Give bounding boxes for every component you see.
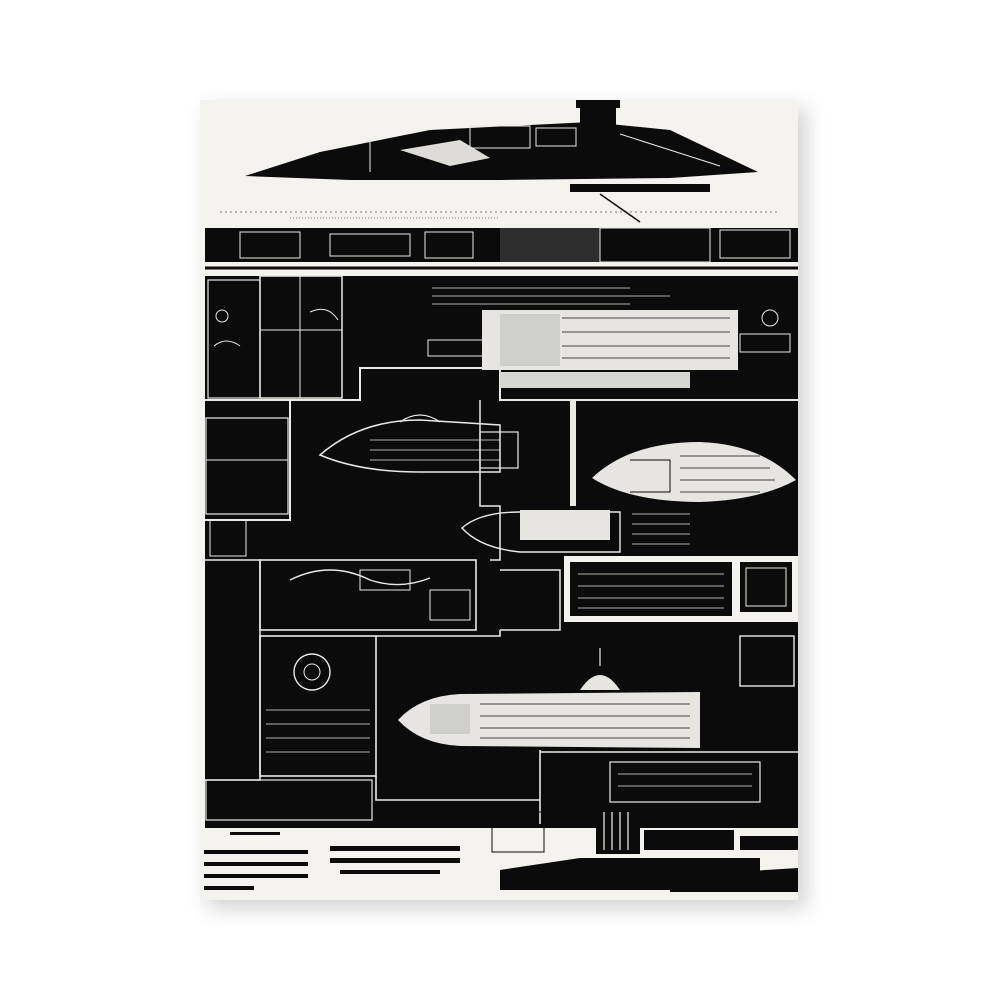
top-spacecraft-silhouette [220, 100, 778, 223]
main-schematic-field [205, 275, 798, 824]
bottom-schematic-strip [204, 808, 798, 892]
schematic-artwork [200, 100, 798, 900]
poster [200, 100, 798, 900]
schematic-band-upper [205, 226, 798, 270]
